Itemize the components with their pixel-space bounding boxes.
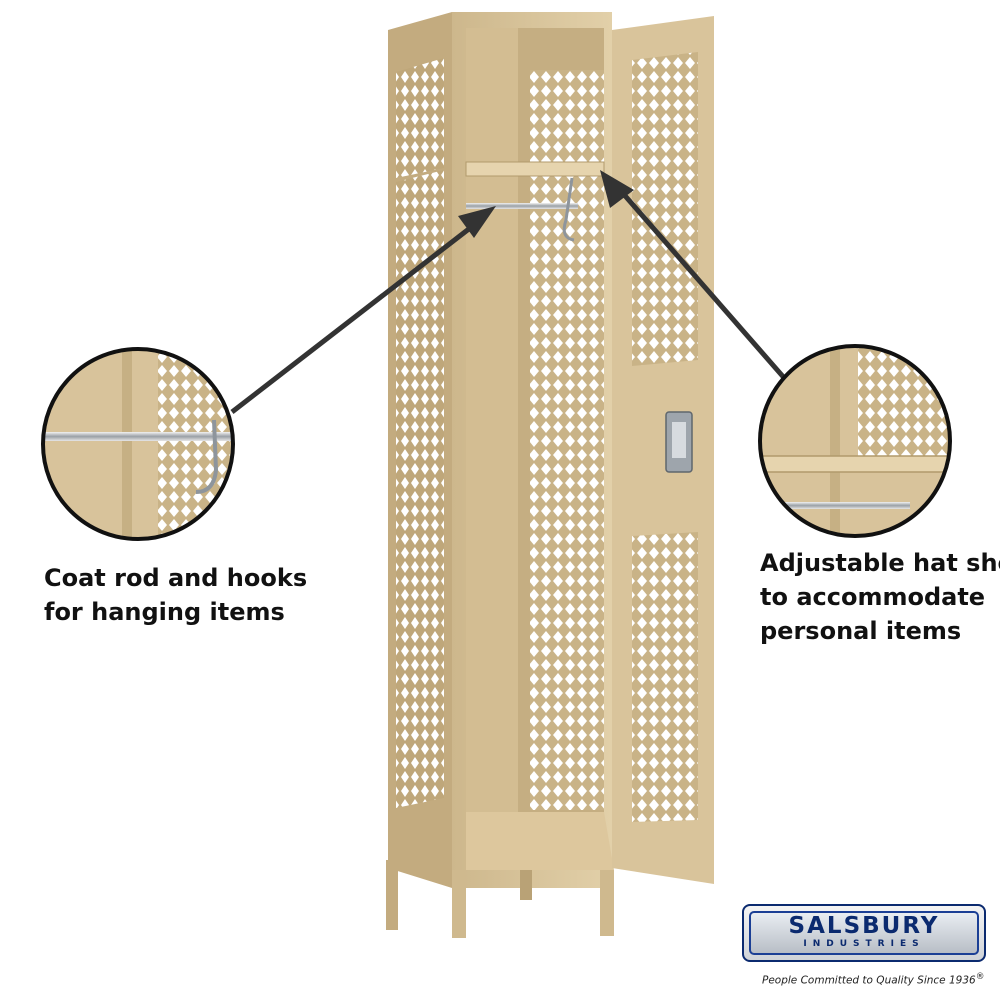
door-vent-top (632, 52, 698, 366)
coat-rod (466, 203, 578, 209)
zoom-hat-shelf (760, 455, 950, 473)
zoom-circle (41, 347, 235, 541)
caption-hat-shelf: Adjustable hat shelf to accommodate pers… (760, 546, 1000, 648)
locker-leg (386, 860, 398, 930)
callout-hat-shelf (600, 170, 952, 538)
interior-back-vent (530, 70, 604, 810)
caption-line: Adjustable hat shelf (760, 549, 1000, 577)
locker-leg (600, 870, 614, 936)
door-vent-bottom (632, 532, 698, 822)
logo-tagline: People Committed to Quality Since 1936® (762, 972, 984, 987)
zoom-circle (758, 344, 952, 538)
caption-coat-rod: Coat rod and hooks for hanging items (44, 561, 307, 629)
side-vent-top (396, 58, 444, 178)
locker-leg (452, 870, 466, 938)
side-vent-bottom (396, 170, 444, 808)
hat-shelf (465, 161, 605, 177)
locker (386, 12, 714, 938)
arrow-head (458, 206, 496, 238)
salsbury-logo: SALSBURY INDUSTRIES (742, 904, 990, 966)
locker-floor (466, 812, 614, 870)
caption-line: personal items (760, 617, 962, 645)
zoom-coat-rod (43, 432, 233, 441)
caption-line: for hanging items (44, 598, 285, 626)
locker-leg (520, 870, 532, 900)
pointer-arrow-line (618, 188, 788, 382)
coat-hook (562, 177, 575, 242)
pointer-arrow-line (230, 223, 476, 414)
registered-mark: ® (975, 972, 985, 982)
arrow-head (600, 170, 634, 208)
caption-line: to accommodate (760, 583, 986, 611)
logo-subtitle: INDUSTRIES (803, 939, 925, 949)
tagline-text: People Committed to Quality Since 1936 (762, 974, 976, 987)
caption-line: Coat rod and hooks (44, 564, 308, 592)
zoom-coat-rod (780, 502, 910, 509)
logo-name: SALSBURY (788, 913, 940, 939)
